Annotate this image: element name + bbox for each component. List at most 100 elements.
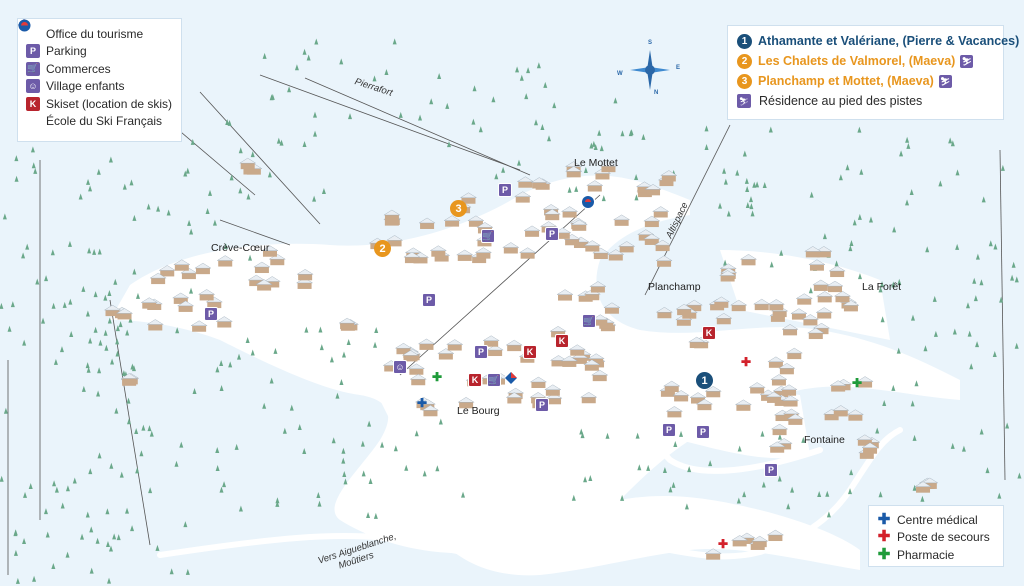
tree-icon xyxy=(912,434,917,441)
tree-icon xyxy=(219,360,224,367)
skier-icon: ⛷ xyxy=(938,74,952,88)
tree-icon xyxy=(366,512,371,519)
building-icon xyxy=(544,384,562,396)
building-icon xyxy=(653,239,672,252)
building-icon xyxy=(804,246,822,258)
tree-icon xyxy=(760,430,765,437)
ski-rental-icon: K xyxy=(26,96,40,111)
building-icon xyxy=(637,229,655,241)
building-icon xyxy=(842,300,860,312)
tree-icon xyxy=(107,577,112,584)
legend-row: K Skiset (location de skis) xyxy=(26,95,173,113)
tree-icon xyxy=(208,189,213,196)
skiset-marker: K xyxy=(523,345,537,359)
tree-icon xyxy=(135,467,140,474)
tree-icon xyxy=(526,67,531,74)
tree-icon xyxy=(169,568,174,575)
tree-icon xyxy=(339,379,344,386)
tree-icon xyxy=(723,259,728,266)
building-icon xyxy=(437,348,455,360)
building-icon xyxy=(704,386,722,398)
tree-icon xyxy=(125,507,130,514)
parking-marker: P xyxy=(535,398,549,412)
tree-icon xyxy=(250,151,255,158)
tree-icon xyxy=(306,54,311,61)
tree-icon xyxy=(0,302,4,309)
tree-icon xyxy=(567,186,572,193)
building-icon xyxy=(829,380,847,392)
skiset-marker: K xyxy=(468,373,482,387)
tree-icon xyxy=(105,508,110,515)
building-icon xyxy=(828,265,846,278)
building-icon xyxy=(739,254,758,266)
tree-icon xyxy=(491,96,496,103)
tree-icon xyxy=(86,366,91,373)
tree-icon xyxy=(906,142,911,149)
legend-services: Office du tourisme P Parking 🛒 Commerces… xyxy=(17,18,182,142)
tree-icon xyxy=(967,330,972,337)
tree-icon xyxy=(543,81,548,88)
legend-row: ✚ Pharmacie xyxy=(877,546,995,564)
building-icon xyxy=(675,303,693,316)
residence-2-marker: 2 xyxy=(374,240,391,257)
tree-icon xyxy=(601,195,606,202)
tree-icon xyxy=(749,203,754,210)
tree-icon xyxy=(635,432,640,439)
tree-icon xyxy=(393,445,398,452)
building-icon xyxy=(672,390,690,402)
legend-row: ⛷ Résidence au pied des pistes xyxy=(737,91,994,111)
tree-icon xyxy=(156,205,161,212)
building-icon xyxy=(786,413,805,425)
building-icon xyxy=(781,324,799,336)
tree-icon xyxy=(3,407,8,414)
tree-icon xyxy=(418,114,423,121)
building-icon xyxy=(833,290,852,303)
tree-icon xyxy=(605,432,610,439)
tree-icon xyxy=(985,467,990,474)
building-icon xyxy=(778,363,796,375)
building-icon xyxy=(856,376,874,388)
tree-icon xyxy=(547,135,552,142)
tree-icon xyxy=(135,292,140,299)
building-icon xyxy=(921,477,939,489)
tree-icon xyxy=(234,443,239,450)
tree-icon xyxy=(215,366,220,373)
medical-center-marker: ✚ xyxy=(417,396,428,410)
tree-icon xyxy=(634,194,639,201)
place-le-mottet: Le Mottet xyxy=(574,157,618,169)
tree-icon xyxy=(372,75,377,82)
building-icon xyxy=(194,262,212,275)
tree-icon xyxy=(0,475,4,482)
building-icon xyxy=(580,392,598,404)
parking-marker: P xyxy=(545,227,559,241)
medical-cross-icon: ✚ xyxy=(877,510,891,528)
tree-icon xyxy=(501,166,506,173)
tree-icon xyxy=(948,137,953,144)
tree-icon xyxy=(993,243,998,250)
tree-icon xyxy=(81,385,86,392)
tree-icon xyxy=(215,447,220,454)
tree-icon xyxy=(97,248,102,255)
tree-icon xyxy=(684,503,689,510)
building-icon xyxy=(409,374,427,386)
tree-icon xyxy=(319,344,324,351)
tree-icon xyxy=(85,310,90,317)
tree-icon xyxy=(662,467,667,474)
tree-icon xyxy=(997,492,1002,499)
tree-icon xyxy=(222,481,227,488)
building-icon xyxy=(861,442,879,454)
parking-icon: P xyxy=(26,44,40,59)
tree-icon xyxy=(524,93,529,100)
building-icon xyxy=(695,398,714,411)
building-icon xyxy=(176,300,195,312)
building-icon xyxy=(172,292,190,304)
tree-icon xyxy=(955,169,960,176)
building-icon xyxy=(815,246,833,258)
tree-icon xyxy=(472,85,477,92)
tree-icon xyxy=(51,302,56,309)
tree-icon xyxy=(312,195,317,202)
compass-east: E xyxy=(676,65,681,71)
tree-icon xyxy=(60,502,65,509)
tree-icon xyxy=(317,500,322,507)
